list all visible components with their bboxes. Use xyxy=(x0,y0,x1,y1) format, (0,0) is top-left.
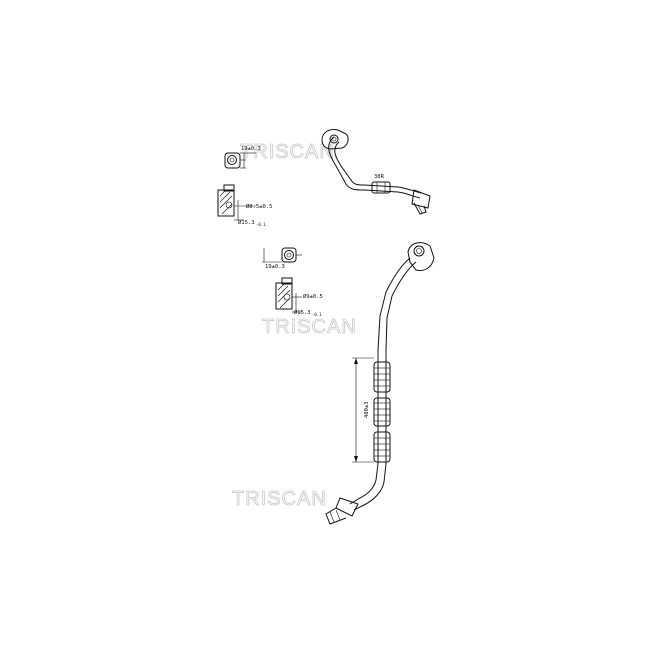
top-pipe-end-fitting xyxy=(411,189,431,215)
watermark-middle: TRISCAN xyxy=(262,316,357,338)
long-pipe: 480±3 xyxy=(325,242,435,525)
top-outer-dia-tol: -0.1 xyxy=(256,222,266,227)
bottom-outer-dia-dim: Ø15.3 xyxy=(294,309,311,316)
long-pipe-sleeve-middle xyxy=(373,397,391,427)
top-pipe-sleeve xyxy=(371,181,391,194)
long-pipe-top-eye-fitting xyxy=(407,242,435,271)
top-inner-dia-dim: Ø8.5±0.5 xyxy=(246,203,273,210)
top-outer-dia-dim: Ø15.3 xyxy=(238,219,255,226)
long-pipe-sleeve-upper xyxy=(373,361,391,393)
top-eye-width-dim: 19±0.3 xyxy=(241,146,261,152)
long-pipe-sleeve-lower xyxy=(373,431,391,463)
detail-top-fitting-view: 19±0.3 Ø8.5±0.5 Ø15.3 -0.1 xyxy=(217,146,273,227)
top-pipe: 38R xyxy=(321,129,431,215)
detail-bottom-fitting-view: 19±0.3 Ø9±0.5 Ø15.3 -0.1 xyxy=(262,247,323,317)
watermark-top: TRISCAN xyxy=(240,141,335,163)
bottom-outer-dia-tol: -0.1 xyxy=(312,312,322,317)
bottom-inner-dia-dim: Ø9±0.5 xyxy=(303,293,323,300)
top-pipe-eye-fitting xyxy=(321,129,349,150)
length-dimension: 480±3 xyxy=(352,357,374,463)
bend-radius-label: 38R xyxy=(374,174,385,180)
long-pipe-bottom-end-fitting xyxy=(325,497,359,525)
bottom-eye-width-dim: 19±0.3 xyxy=(265,264,285,270)
watermark-bottom: TRISCAN xyxy=(232,488,327,510)
length-label: 480±3 xyxy=(364,401,370,418)
